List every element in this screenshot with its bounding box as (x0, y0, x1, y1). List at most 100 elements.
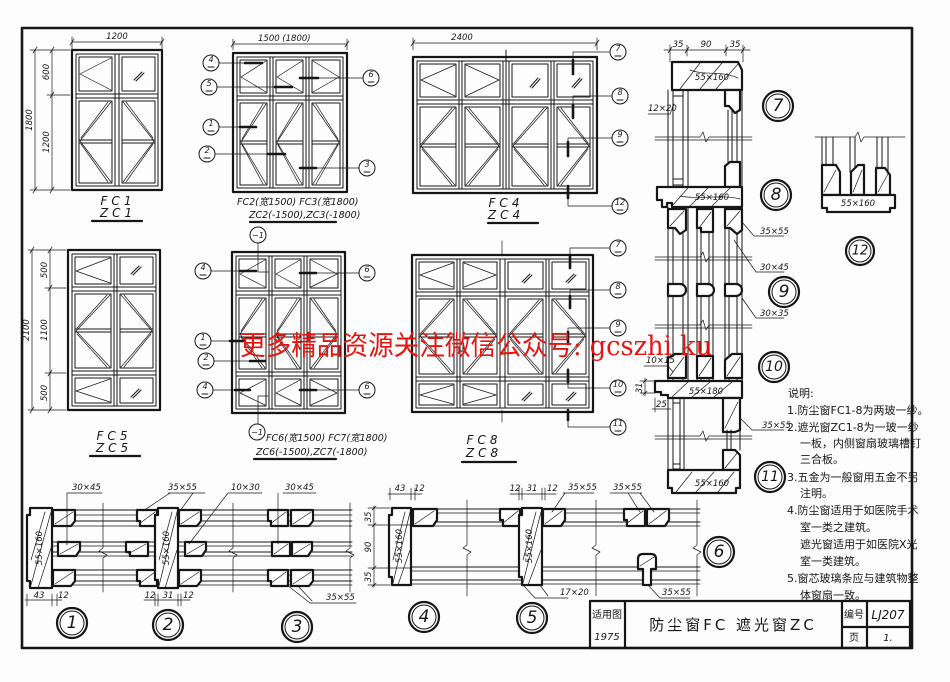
member-size: 55×180 (689, 387, 723, 397)
callout-circle: 9 (609, 319, 627, 337)
svg-text:6: 6 (714, 542, 725, 562)
svg-text:4: 4 (419, 607, 430, 627)
section-markers: 7 8 9 10 11 12 1 2 3 4 5 6 (55, 89, 876, 644)
svg-text:11: 11 (761, 469, 779, 485)
window-elevation-fc1 (70, 48, 164, 192)
dim-lower: 500 (40, 385, 50, 401)
member-size: 35×55 (168, 483, 197, 493)
member-size: 17×20 (560, 588, 589, 598)
member-size: 35×55 (613, 483, 642, 493)
member-size: 55×160 (695, 193, 729, 203)
label-fc8: FC8 ZC8 (460, 433, 518, 464)
member-size: 55×160 (525, 529, 535, 563)
fc-label: FC2(宽1500) FC3(宽1800) (237, 196, 358, 208)
drawing-code: LJ207 (871, 608, 904, 622)
dim-text: 43 (395, 484, 406, 494)
section-marker-11: 11 (753, 460, 787, 494)
dim-text: 31 (527, 484, 538, 494)
fc-label: FC5 (97, 429, 132, 443)
window-elevation-fc6-fc7 (230, 242, 347, 425)
note-line: 一板，内侧窗扇玻璃槽钉 (800, 436, 921, 450)
svg-text:1: 1 (208, 119, 213, 128)
window-elevation-fc2-fc3 (231, 51, 349, 194)
page-number: 1. (883, 633, 893, 644)
callouts-fc4: 7 8 9 12 (566, 43, 629, 215)
callouts-fc6: 4 1 2 4 6 6 ∽1 ∽1 (194, 226, 376, 441)
member-size: 30×45 (72, 483, 101, 493)
svg-text:7: 7 (773, 96, 784, 116)
dim-text: 31 (163, 591, 174, 601)
callout-circle: 9 (611, 129, 629, 147)
dim-text: 12 (510, 484, 521, 494)
dim-text: 12 (145, 591, 156, 601)
label-fc4: FC4 ZC4 (487, 196, 540, 225)
callout-circle: 4 (202, 54, 220, 72)
window-elevation-fc4 (411, 49, 599, 195)
note-line: 室一类之建筑。 (800, 520, 877, 534)
note-line: 3.五金为一般窗用五金不另 (787, 470, 919, 484)
svg-text:6: 6 (364, 382, 369, 391)
label-fc1: FC1 ZC1 (90, 194, 144, 223)
dim-text: 25 (656, 400, 667, 410)
member-size: 12×20 (648, 104, 677, 114)
horizontal-sections-1-3: 55×160 55×160 30×45 35×55 10×30 30×45 35… (24, 483, 357, 607)
note-line: 2.遮光窗ZC1-8为一玻一纱 (787, 420, 919, 434)
section-marker-2: 2 (151, 608, 185, 642)
member-size: 35×55 (326, 593, 355, 603)
title-block: 适用图 1975 防尘窗FC 遮光窗ZC 编号 LJ207 页 1. (588, 599, 912, 650)
section-marker-3: 3 (280, 610, 314, 644)
svg-text:2: 2 (163, 615, 174, 635)
dim-text: 35 (364, 572, 374, 583)
vertical-section-detail: 35 90 35 55×160 12×20 55×160 (635, 40, 791, 495)
callout-circle: 8 (609, 281, 627, 299)
callout-circle: 8 (611, 87, 629, 105)
dim-height: 1800 (25, 109, 35, 131)
label-fc6-fc7: FC6(宽1500) FC7(宽1800) ZC6(-1500),ZC7(-18… (252, 432, 387, 461)
member-size: 35×55 (662, 588, 691, 598)
member-size: 55×160 (35, 531, 45, 565)
svg-text:10: 10 (613, 380, 623, 389)
dim-text: 35 (673, 40, 684, 50)
code-label: 编号 (844, 608, 864, 621)
member-size: 10×15 (646, 356, 675, 366)
fc-label: FC8 (467, 433, 502, 447)
callout-circle: 2 (197, 352, 215, 370)
member-size: 55×160 (395, 529, 405, 563)
callouts-fc2: 4 5 1 2 6 3 (198, 54, 380, 177)
dim-text: 12 (183, 591, 194, 601)
member-size: 30×35 (760, 309, 789, 319)
svg-text:6: 6 (368, 70, 373, 79)
dim-height: 2100 (22, 319, 32, 341)
svg-text:6: 6 (364, 265, 369, 274)
dim-width: 1500 (1800) (258, 34, 311, 44)
callout-circle: 3 (358, 159, 376, 177)
window-elevation-fc5 (66, 248, 162, 412)
svg-text:4: 4 (202, 382, 207, 391)
member-size: 55×160 (695, 479, 729, 489)
dim-text: 35 (730, 40, 741, 50)
svg-text:10: 10 (765, 359, 783, 375)
page-label: 页 (849, 632, 859, 644)
zc-label: ZC4 (487, 208, 524, 222)
member-size: 35×55 (762, 421, 791, 431)
svg-text:12: 12 (852, 244, 869, 259)
svg-text:9: 9 (779, 282, 790, 302)
fc-label: FC6(宽1500) FC7(宽1800) (266, 432, 387, 444)
note-line: 三合板。 (800, 452, 844, 466)
svg-text:4: 4 (208, 55, 213, 64)
notes-heading: 说明: (788, 386, 814, 400)
svg-text:∽1: ∽1 (251, 428, 263, 437)
fc-label: FC1 (101, 194, 136, 208)
label-fc5: FC5 ZC5 (88, 429, 142, 458)
svg-text:1: 1 (200, 333, 205, 342)
sheet-border (20, 26, 914, 650)
dim-text: 43 (34, 591, 45, 601)
zc-label: ZC1 (99, 206, 136, 220)
svg-text:2: 2 (203, 353, 208, 362)
dimensions-fc2: 1500 (1800) (230, 34, 350, 51)
dim-width: 1200 (106, 32, 128, 42)
section-marker-1: 1 (55, 606, 89, 640)
note-line: 5.窗芯玻璃条应与建筑物整 (787, 571, 919, 585)
callout-circle: 10 (609, 379, 627, 397)
